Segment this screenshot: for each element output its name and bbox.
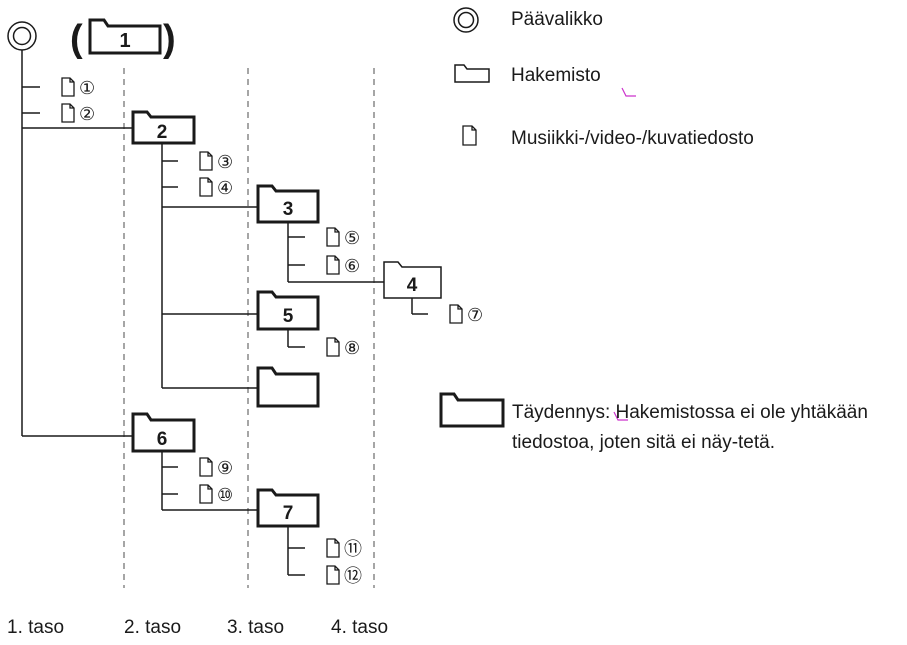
- folder-5: 5: [256, 290, 320, 331]
- files: ① ② ③ ④ ⑤ ⑥ ⑦ ⑧ ⑨ ⑩ ⑪ ⑫: [61, 77, 483, 586]
- empty-folder: [256, 366, 320, 408]
- folder-icon: [256, 184, 320, 224]
- folder-3: 3: [256, 184, 320, 224]
- folder-icon: [256, 488, 320, 528]
- level-label-2: 2. taso: [124, 617, 182, 638]
- folder-number: 7: [283, 503, 294, 524]
- folder-number: 2: [157, 122, 168, 143]
- file-item: ⑫: [326, 565, 362, 586]
- file-item: ⑨: [199, 457, 233, 478]
- edit-marker: [613, 411, 628, 421]
- folder-icon: [88, 18, 162, 55]
- file-number: ②: [79, 104, 95, 124]
- folder-number: 3: [283, 199, 294, 220]
- legend-main-menu-icon: [453, 7, 479, 33]
- folder-7: 7: [256, 488, 320, 528]
- legend-folder-label: Hakemisto: [511, 65, 601, 86]
- file-icon: [326, 565, 340, 585]
- file-icon: [199, 151, 213, 171]
- file-number: ⑩: [217, 485, 233, 505]
- file-item: ⑤: [326, 227, 360, 248]
- legend-file-icon: [462, 125, 477, 146]
- folder-number: 6: [157, 429, 168, 450]
- note-folder-icon: [439, 392, 505, 428]
- legend-folder-icon: [454, 64, 490, 83]
- file-number: ⑨: [217, 458, 233, 478]
- file-number: ③: [217, 152, 233, 172]
- file-icon: [199, 457, 213, 477]
- file-number: ①: [79, 78, 95, 98]
- legend-main-menu-label: Päävalikko: [511, 9, 603, 30]
- paren-close: ): [163, 18, 176, 60]
- folder-icon: [256, 290, 320, 331]
- folder-icon: [131, 110, 196, 145]
- file-item: ⑥: [326, 255, 360, 276]
- file-icon: [61, 77, 75, 97]
- file-icon: [326, 227, 340, 247]
- tree-connectors: [21, 50, 428, 576]
- root-folder: ( 1 ): [70, 18, 176, 60]
- paren-open: (: [70, 18, 83, 60]
- legend-file-label: Musiikki-/video-/kuvatiedosto: [511, 128, 754, 149]
- file-number: ⑧: [344, 338, 360, 358]
- level-label-3: 3. taso: [227, 617, 285, 638]
- file-number: ⑥: [344, 256, 360, 276]
- file-icon: [61, 103, 75, 123]
- file-item: ⑩: [199, 484, 233, 505]
- file-item: ②: [61, 103, 95, 124]
- edit-marker: [621, 87, 636, 97]
- level-dividers: [123, 68, 375, 588]
- file-item: ③: [199, 151, 233, 172]
- file-item: ①: [61, 77, 95, 98]
- main-menu-icon: [7, 21, 37, 51]
- level-label-1: 1. taso: [7, 617, 65, 638]
- file-item: ⑦: [449, 304, 483, 325]
- folder-icon: [383, 261, 442, 299]
- file-icon: [326, 255, 340, 275]
- file-icon: [449, 304, 463, 324]
- file-item: ⑧: [326, 337, 360, 358]
- file-number: ⑫: [344, 566, 362, 586]
- folder-2: 2: [131, 110, 196, 145]
- file-icon: [326, 337, 340, 357]
- file-number: ⑤: [344, 228, 360, 248]
- file-number: ④: [217, 178, 233, 198]
- folder-number: 1: [119, 30, 130, 52]
- level-label-4: 4. taso: [331, 617, 389, 638]
- folder-number: 4: [407, 275, 418, 296]
- file-number: ⑦: [467, 305, 483, 325]
- folder-icon: [131, 412, 196, 453]
- folder-6: 6: [131, 412, 196, 453]
- folder-4: 4: [383, 261, 442, 299]
- file-item: ④: [199, 177, 233, 198]
- file-icon: [199, 177, 213, 197]
- folder-number: 5: [283, 306, 294, 327]
- edit-markers: [613, 87, 636, 421]
- file-item: ⑪: [326, 538, 362, 559]
- folder-icon: [256, 366, 320, 408]
- empty-folder-note: Täydennys: Hakemistossa ei ole yhtäkään …: [512, 402, 868, 453]
- file-icon: [199, 484, 213, 504]
- file-icon: [326, 538, 340, 558]
- file-number: ⑪: [344, 539, 362, 559]
